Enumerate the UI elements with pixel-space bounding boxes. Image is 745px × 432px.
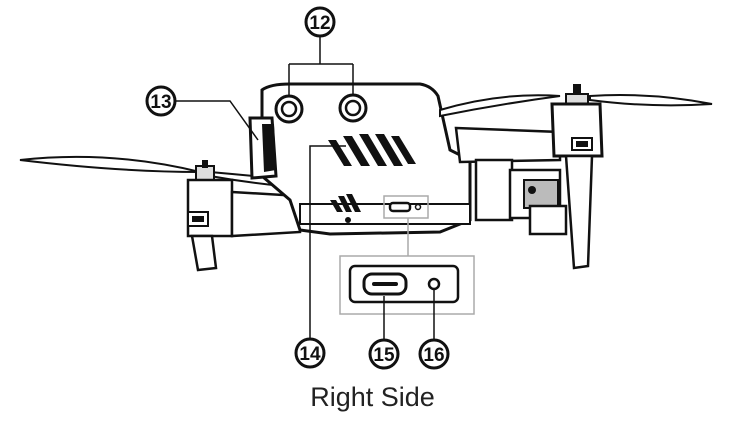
callout-16: 16 [418, 338, 450, 370]
leader-lines [175, 36, 435, 350]
svg-text:15: 15 [373, 345, 395, 366]
gimbal-camera [474, 158, 568, 236]
right-motor-arm [454, 102, 604, 270]
callout-13: 13 [145, 85, 177, 117]
left-motor-arm [186, 178, 302, 272]
figure-caption: Right Side [310, 382, 435, 412]
callout-15: 15 [368, 338, 400, 370]
callout-14: 14 [294, 337, 326, 369]
svg-text:16: 16 [423, 345, 444, 366]
usb-port-small [383, 195, 429, 219]
port-inset [339, 255, 475, 315]
svg-text:13: 13 [150, 92, 171, 113]
top-vision-sensors [274, 93, 368, 124]
air-vents [328, 134, 416, 166]
callout-12: 12 [304, 6, 336, 38]
lower-vents [330, 194, 361, 212]
svg-text:14: 14 [299, 344, 321, 365]
svg-text:12: 12 [309, 13, 330, 34]
